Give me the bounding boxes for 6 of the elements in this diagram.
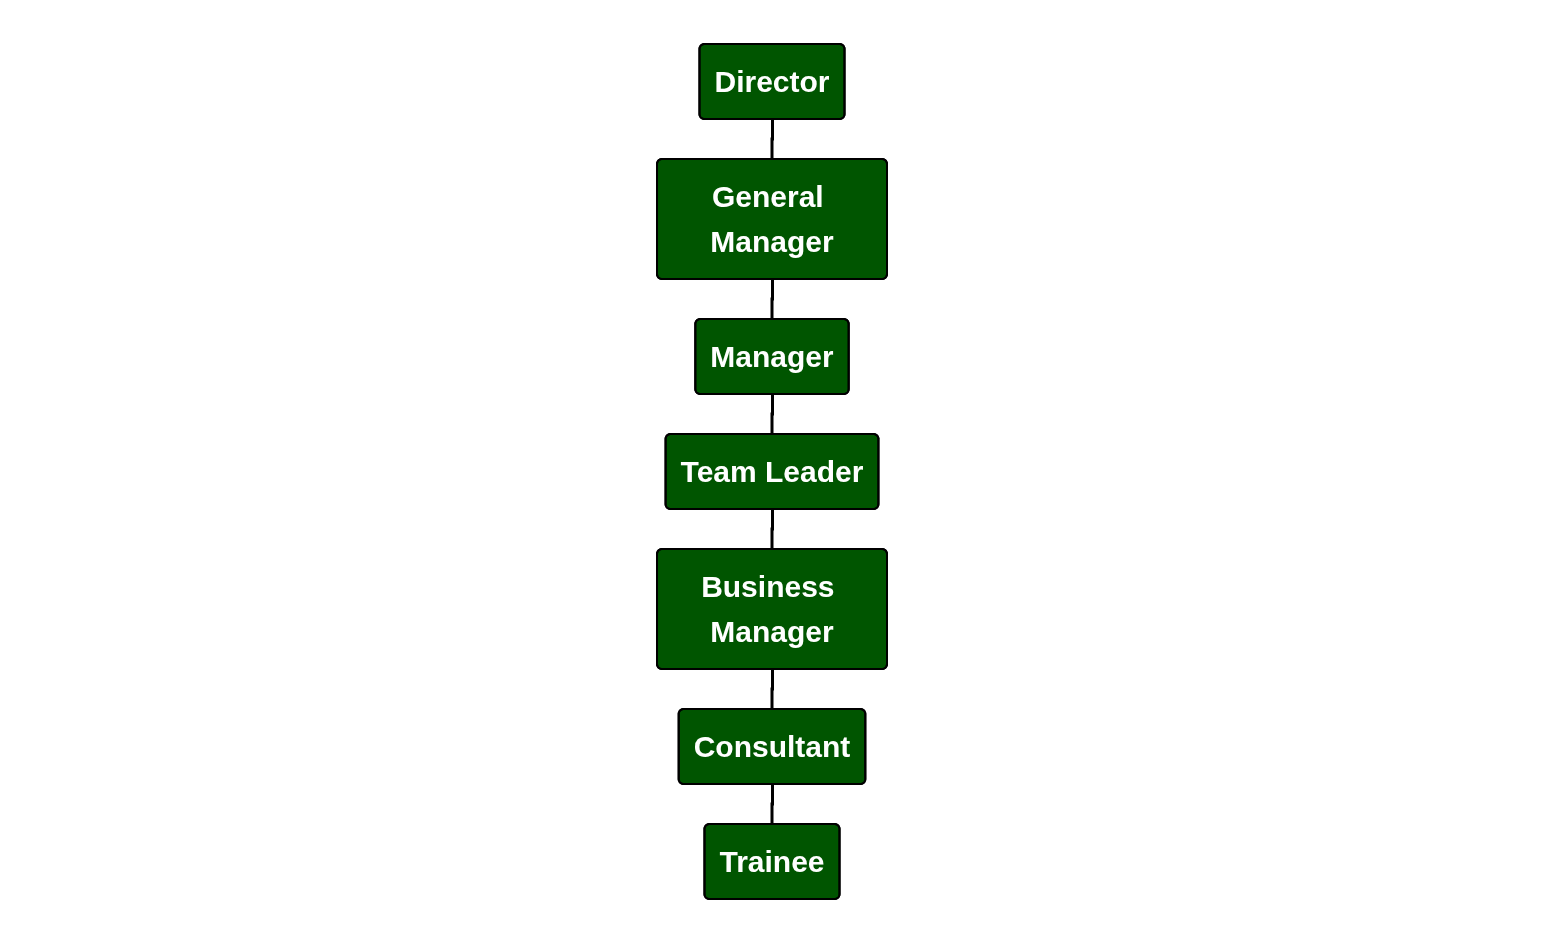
connector (770, 669, 774, 711)
connector (770, 279, 774, 321)
connector (770, 509, 774, 551)
connector (770, 119, 774, 161)
connector (770, 394, 774, 436)
connector (770, 784, 774, 826)
